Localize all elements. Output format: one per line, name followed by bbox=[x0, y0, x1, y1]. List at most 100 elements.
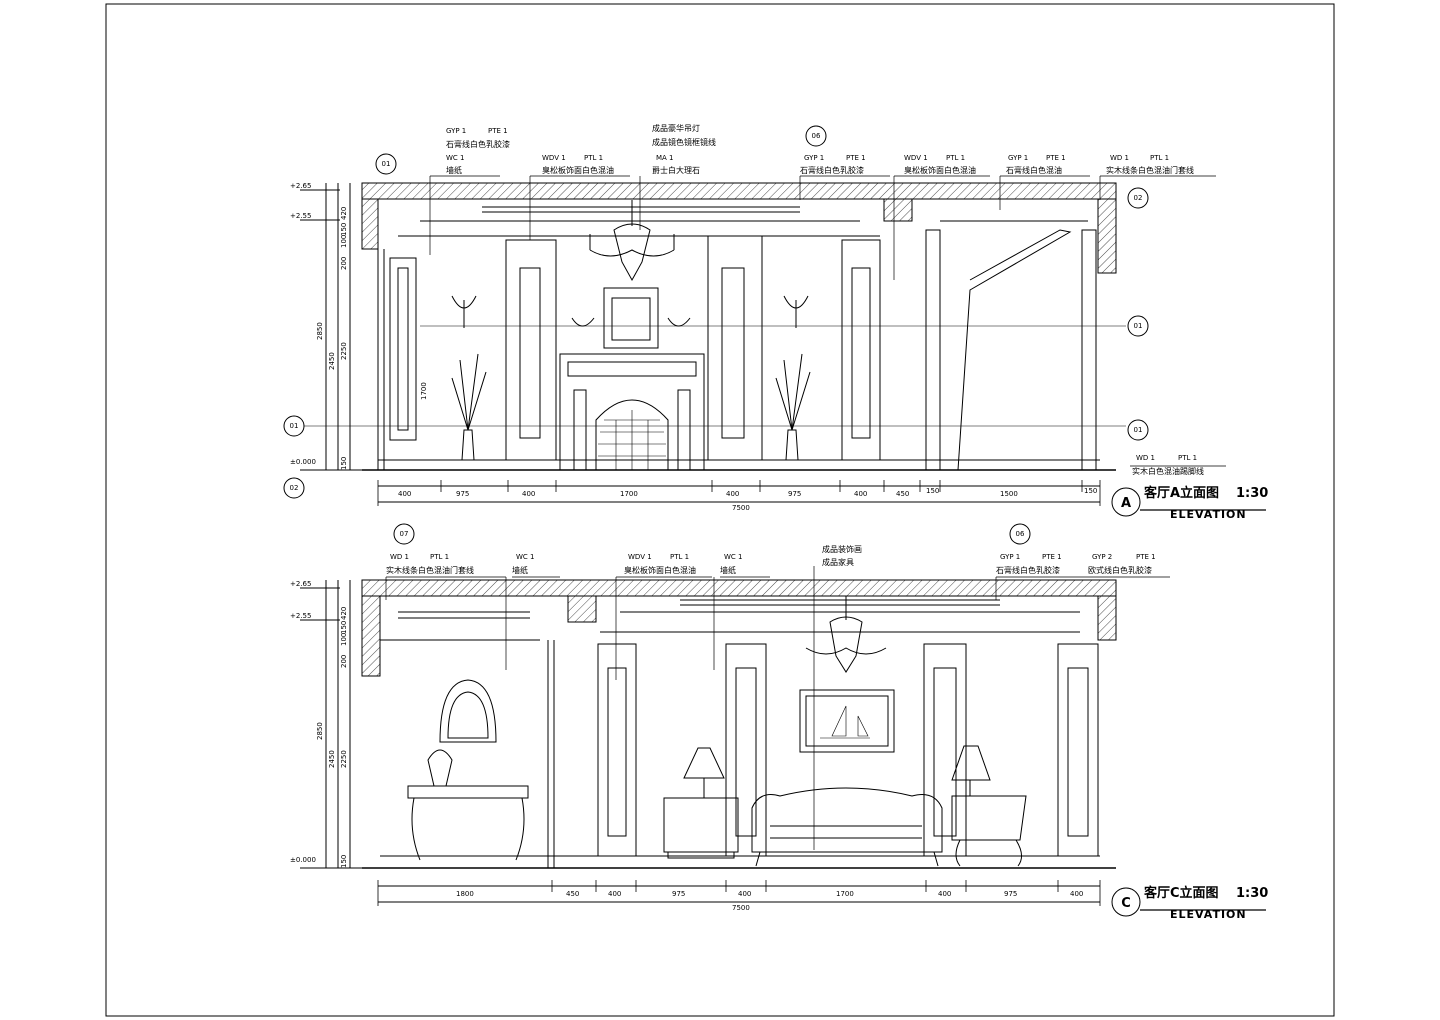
hdim-a-1: 975 bbox=[456, 490, 469, 498]
callout-a-6-code-1: PTE 1 bbox=[846, 154, 866, 162]
callout-a-5-text: 爵士白大理石 bbox=[652, 165, 700, 175]
marker-a-label-2: 02 bbox=[1134, 194, 1143, 202]
elevation-a bbox=[300, 175, 1226, 506]
callout-a-10-text: 实木白色混油踢脚线 bbox=[1132, 466, 1204, 476]
level-c-0: +2.65 bbox=[290, 580, 311, 588]
callout-a-9-code-0: WD 1 bbox=[1110, 154, 1129, 162]
hdim-c-1: 450 bbox=[566, 890, 579, 898]
callout-c-7-code-0: GYP 2 bbox=[1092, 553, 1112, 561]
callout-a-10-code-0: WD 1 bbox=[1136, 454, 1155, 462]
vdim-c-2: 100 bbox=[340, 633, 348, 646]
callout-a-6-code-0: GYP 1 bbox=[804, 154, 824, 162]
hdim-c-8: 400 bbox=[1070, 890, 1083, 898]
callout-c-1-text: 墙纸 bbox=[512, 565, 528, 575]
elevation-title-a: 客厅A立面图 bbox=[1144, 485, 1219, 501]
callout-c-7-text: 欧式线白色乳胶漆 bbox=[1088, 565, 1152, 575]
callout-c-1-code-0: WC 1 bbox=[516, 553, 535, 561]
callout-a-9-text: 实木线条白色混油门套线 bbox=[1106, 165, 1194, 175]
hdim-c-7: 975 bbox=[1004, 890, 1017, 898]
callout-a-2-text: 臭松板饰面白色混油 bbox=[542, 165, 614, 175]
callout-a-0-code-0: GYP 1 bbox=[446, 127, 466, 135]
marker-a-01-mid bbox=[1127, 315, 1149, 337]
callout-c-5-text: 成品家具 bbox=[822, 557, 854, 567]
elevation-scale-c: 1:30 bbox=[1236, 886, 1268, 901]
ceiling-slab-c bbox=[361, 579, 1117, 597]
elevation-scale-a: 1:30 bbox=[1236, 486, 1268, 501]
vdim-c-4: 2850 bbox=[316, 722, 324, 740]
callout-c-6-code-0: GYP 1 bbox=[1000, 553, 1020, 561]
marker-a-label-1: 06 bbox=[812, 132, 821, 140]
marker-a-02-right bbox=[1127, 187, 1149, 209]
callout-c-0-code-0: WD 1 bbox=[390, 553, 409, 561]
marker-c-07 bbox=[393, 523, 415, 545]
text-layer: A 客厅A立面图 1:30 ELEVATION +2.65 +2.55 ±0.0… bbox=[290, 123, 1269, 921]
vdim-a-5: 2450 bbox=[328, 352, 336, 370]
title-circle-c bbox=[1111, 887, 1141, 917]
marker-a-label-5: 01 bbox=[290, 422, 299, 430]
callout-c-3-text: 墙纸 bbox=[720, 565, 736, 575]
hdim-c-5: 1700 bbox=[836, 890, 854, 898]
marker-c-label-0: 07 bbox=[400, 530, 409, 538]
callout-c-2-text: 臭松板饰面白色混油 bbox=[624, 565, 696, 575]
mirror-a bbox=[603, 287, 659, 349]
marker-a-label-6: 02 bbox=[290, 484, 299, 492]
level-c-1: +2.55 bbox=[290, 612, 311, 620]
hdim-c-3: 975 bbox=[672, 890, 685, 898]
sofa-c bbox=[751, 787, 943, 853]
vdim-a-8: 150 bbox=[340, 457, 348, 470]
callout-a-6-text: 石膏线白色乳胶漆 bbox=[800, 165, 864, 175]
level-a-2: ±0.000 bbox=[290, 458, 316, 466]
hdim-c-0: 1800 bbox=[456, 890, 474, 898]
callout-c-4-text: 成品装饰画 bbox=[822, 544, 862, 554]
total-a: 7500 bbox=[732, 504, 750, 512]
marker-a-02-bottom bbox=[283, 477, 305, 499]
hdim-a-7: 450 bbox=[896, 490, 909, 498]
section-markers-c bbox=[393, 523, 1141, 917]
hdim-a-10: 150 bbox=[1084, 487, 1097, 495]
callout-c-0-code-1: PTL 1 bbox=[430, 553, 449, 561]
elevation-subtitle-c: ELEVATION bbox=[1170, 908, 1247, 921]
callout-a-8-text: 石膏线白色混油 bbox=[1006, 165, 1062, 175]
callout-a-8-code-1: PTE 1 bbox=[1046, 154, 1066, 162]
callout-a-7-text: 臭松板饰面白色混油 bbox=[904, 165, 976, 175]
hdim-a-6: 400 bbox=[854, 490, 867, 498]
hdim-c-2: 400 bbox=[608, 890, 621, 898]
chandelier-c bbox=[805, 596, 887, 673]
elevation-subtitle-a: ELEVATION bbox=[1170, 508, 1247, 521]
vdim-c-6: 2250 bbox=[340, 750, 348, 768]
callout-c-6-code-1: PTE 1 bbox=[1042, 553, 1062, 561]
left-wall-hatch-a bbox=[361, 198, 379, 250]
vdim-a-4: 2850 bbox=[316, 322, 324, 340]
marker-a-01-left bbox=[283, 415, 305, 437]
hdim-c-6: 400 bbox=[938, 890, 951, 898]
callout-a-7-code-1: PTL 1 bbox=[946, 154, 965, 162]
callout-a-4-text: 成品镜色镜框镜线 bbox=[652, 137, 716, 147]
marker-a-01-low bbox=[1127, 419, 1149, 441]
callout-c-3-code-0: WC 1 bbox=[724, 553, 743, 561]
elevation-symbol-a: A bbox=[1121, 496, 1131, 511]
console-table-c bbox=[407, 785, 529, 799]
vdim-a-2: 100 bbox=[340, 235, 348, 248]
elevation-c bbox=[300, 566, 1170, 906]
elevation-symbol-c: C bbox=[1121, 896, 1131, 911]
callout-a-1-text: 墙纸 bbox=[446, 165, 462, 175]
vdim-a-7: 1700 bbox=[420, 382, 428, 400]
hdim-a-3: 1700 bbox=[620, 490, 638, 498]
callout-a-2-code-0: WDV 1 bbox=[542, 154, 566, 162]
hdim-a-4: 400 bbox=[726, 490, 739, 498]
callout-a-10-code-1: PTL 1 bbox=[1178, 454, 1197, 462]
callout-a-5-code-0: MA 1 bbox=[656, 154, 674, 162]
callout-a-3-text: 成品豪华吊灯 bbox=[652, 123, 700, 133]
marker-a-label-4: 01 bbox=[1134, 426, 1143, 434]
right-wall-hatch-a bbox=[1097, 198, 1117, 274]
hdim-a-8: 150 bbox=[926, 487, 939, 495]
marker-a-label-0: 01 bbox=[382, 160, 391, 168]
vdim-c-3: 200 bbox=[340, 655, 348, 668]
marker-c-06 bbox=[1009, 523, 1031, 545]
hdim-a-0: 400 bbox=[398, 490, 411, 498]
vdim-a-6: 2250 bbox=[340, 342, 348, 360]
hdim-c-4: 400 bbox=[738, 890, 751, 898]
hdim-a-2: 400 bbox=[522, 490, 535, 498]
title-circle-a bbox=[1111, 487, 1141, 517]
